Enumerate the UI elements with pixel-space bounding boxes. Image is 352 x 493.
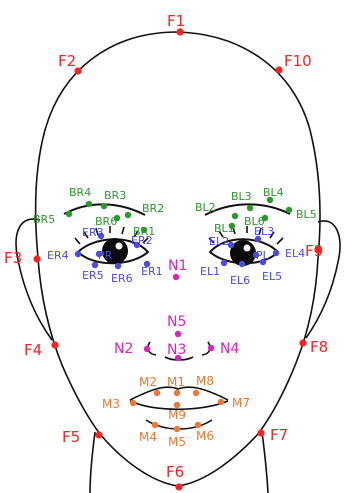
landmark-label-f10: F10	[284, 52, 312, 70]
landmark-point-f7	[257, 429, 264, 436]
landmark-label-bl4: BL4	[263, 186, 284, 199]
landmark-label-m1: M1	[167, 375, 185, 389]
landmark-label-er3: ER3	[82, 226, 104, 239]
eyebrows	[64, 204, 290, 215]
landmark-label-n2: N2	[114, 341, 133, 357]
landmark-label-f7: F7	[270, 426, 288, 444]
landmark-label-m8: M8	[196, 374, 214, 388]
landmark-label-er1: ER1	[141, 265, 163, 278]
landmark-point-el6	[239, 261, 245, 267]
landmark-label-m6: M6	[196, 429, 214, 443]
landmark-point-m6	[195, 422, 201, 428]
landmark-point-br5	[66, 211, 72, 217]
landmark-point-er6	[115, 263, 121, 269]
landmark-label-pr: PR	[98, 249, 113, 262]
landmark-point-el4	[273, 250, 279, 256]
landmark-label-er2: ER2	[131, 234, 153, 247]
landmark-label-er5: ER5	[82, 269, 104, 282]
landmark-point-el1	[221, 260, 227, 266]
landmark-label-er4: ER4	[47, 249, 69, 262]
landmark-point-br2	[125, 212, 131, 218]
landmark-point-br3	[101, 203, 107, 209]
iris-right-highlight	[116, 243, 123, 250]
landmark-point-f6	[175, 483, 182, 490]
landmark-point-er4	[75, 251, 81, 257]
landmark-point-n5	[175, 331, 181, 337]
landmark-label-m5: M5	[168, 435, 186, 449]
landmark-label-br5: BR5	[33, 213, 55, 226]
landmark-point-f5	[95, 431, 102, 438]
landmark-label-n3: N3	[167, 342, 186, 358]
landmark-label-f8: F8	[310, 338, 328, 356]
landmark-point-m1	[174, 390, 180, 396]
landmark-label-bl2: BL2	[195, 201, 216, 214]
landmark-label-br3: BR3	[104, 189, 126, 202]
landmark-label-br2: BR2	[142, 202, 164, 215]
landmark-label-er6: ER6	[111, 272, 133, 285]
landmark-label-n1: N1	[168, 258, 187, 274]
landmark-label-m4: M4	[139, 430, 157, 444]
landmark-label-el1: EL1	[200, 265, 220, 278]
landmark-point-m8	[193, 390, 199, 396]
landmark-point-f8	[299, 339, 306, 346]
landmark-label-bl1: BL1	[214, 222, 235, 235]
landmark-point-m7	[218, 399, 224, 405]
landmark-point-n1	[173, 274, 179, 280]
neck-right	[262, 432, 268, 493]
landmark-point-bl2	[232, 213, 238, 219]
landmark-label-bl3: BL3	[231, 190, 252, 203]
landmark-label-f2: F2	[58, 52, 76, 70]
landmark-point-bl3	[247, 205, 253, 211]
landmark-label-m9: M9	[168, 408, 186, 422]
landmark-label-br4: BR4	[69, 186, 91, 199]
landmark-point-er5	[92, 262, 98, 268]
landmark-label-m7: M7	[232, 396, 250, 410]
landmark-label-el2: EL2	[209, 235, 229, 248]
landmark-label-f9: F9	[305, 242, 323, 260]
landmark-label-el5: EL5	[262, 270, 282, 283]
iris-left-highlight	[244, 245, 251, 252]
landmark-point-br4	[86, 201, 92, 207]
landmark-label-n4: N4	[220, 341, 239, 357]
landmark-label-f3: F3	[4, 249, 22, 267]
landmark-label-f1: F1	[167, 12, 185, 30]
ear-right	[306, 221, 340, 338]
landmark-point-m5	[174, 426, 180, 432]
landmark-label-m3: M3	[102, 397, 120, 411]
landmark-label-bl5: BL5	[296, 208, 317, 221]
landmark-label-f5: F5	[62, 428, 80, 446]
ear-left	[16, 219, 52, 340]
landmark-point-n4	[208, 345, 214, 351]
landmark-label-f6: F6	[166, 463, 184, 481]
landmark-point-n2	[144, 346, 150, 352]
landmark-point-m4	[152, 422, 158, 428]
neck-left	[90, 432, 95, 493]
landmark-point-f4	[51, 341, 58, 348]
landmark-point-m3	[130, 400, 136, 406]
landmark-label-n5: N5	[167, 314, 186, 330]
landmark-label-el6: EL6	[230, 274, 250, 287]
landmark-label-el3: EL3	[254, 225, 274, 238]
landmark-label-el4: EL4	[285, 247, 305, 260]
landmark-label-pl: PL	[256, 249, 270, 262]
landmark-label-f4: F4	[24, 341, 42, 359]
landmark-point-bl5	[286, 207, 292, 213]
landmark-label-m2: M2	[139, 375, 157, 389]
landmark-point-f3	[33, 255, 40, 262]
landmark-point-f10	[275, 66, 282, 73]
landmark-point-m2	[154, 390, 160, 396]
